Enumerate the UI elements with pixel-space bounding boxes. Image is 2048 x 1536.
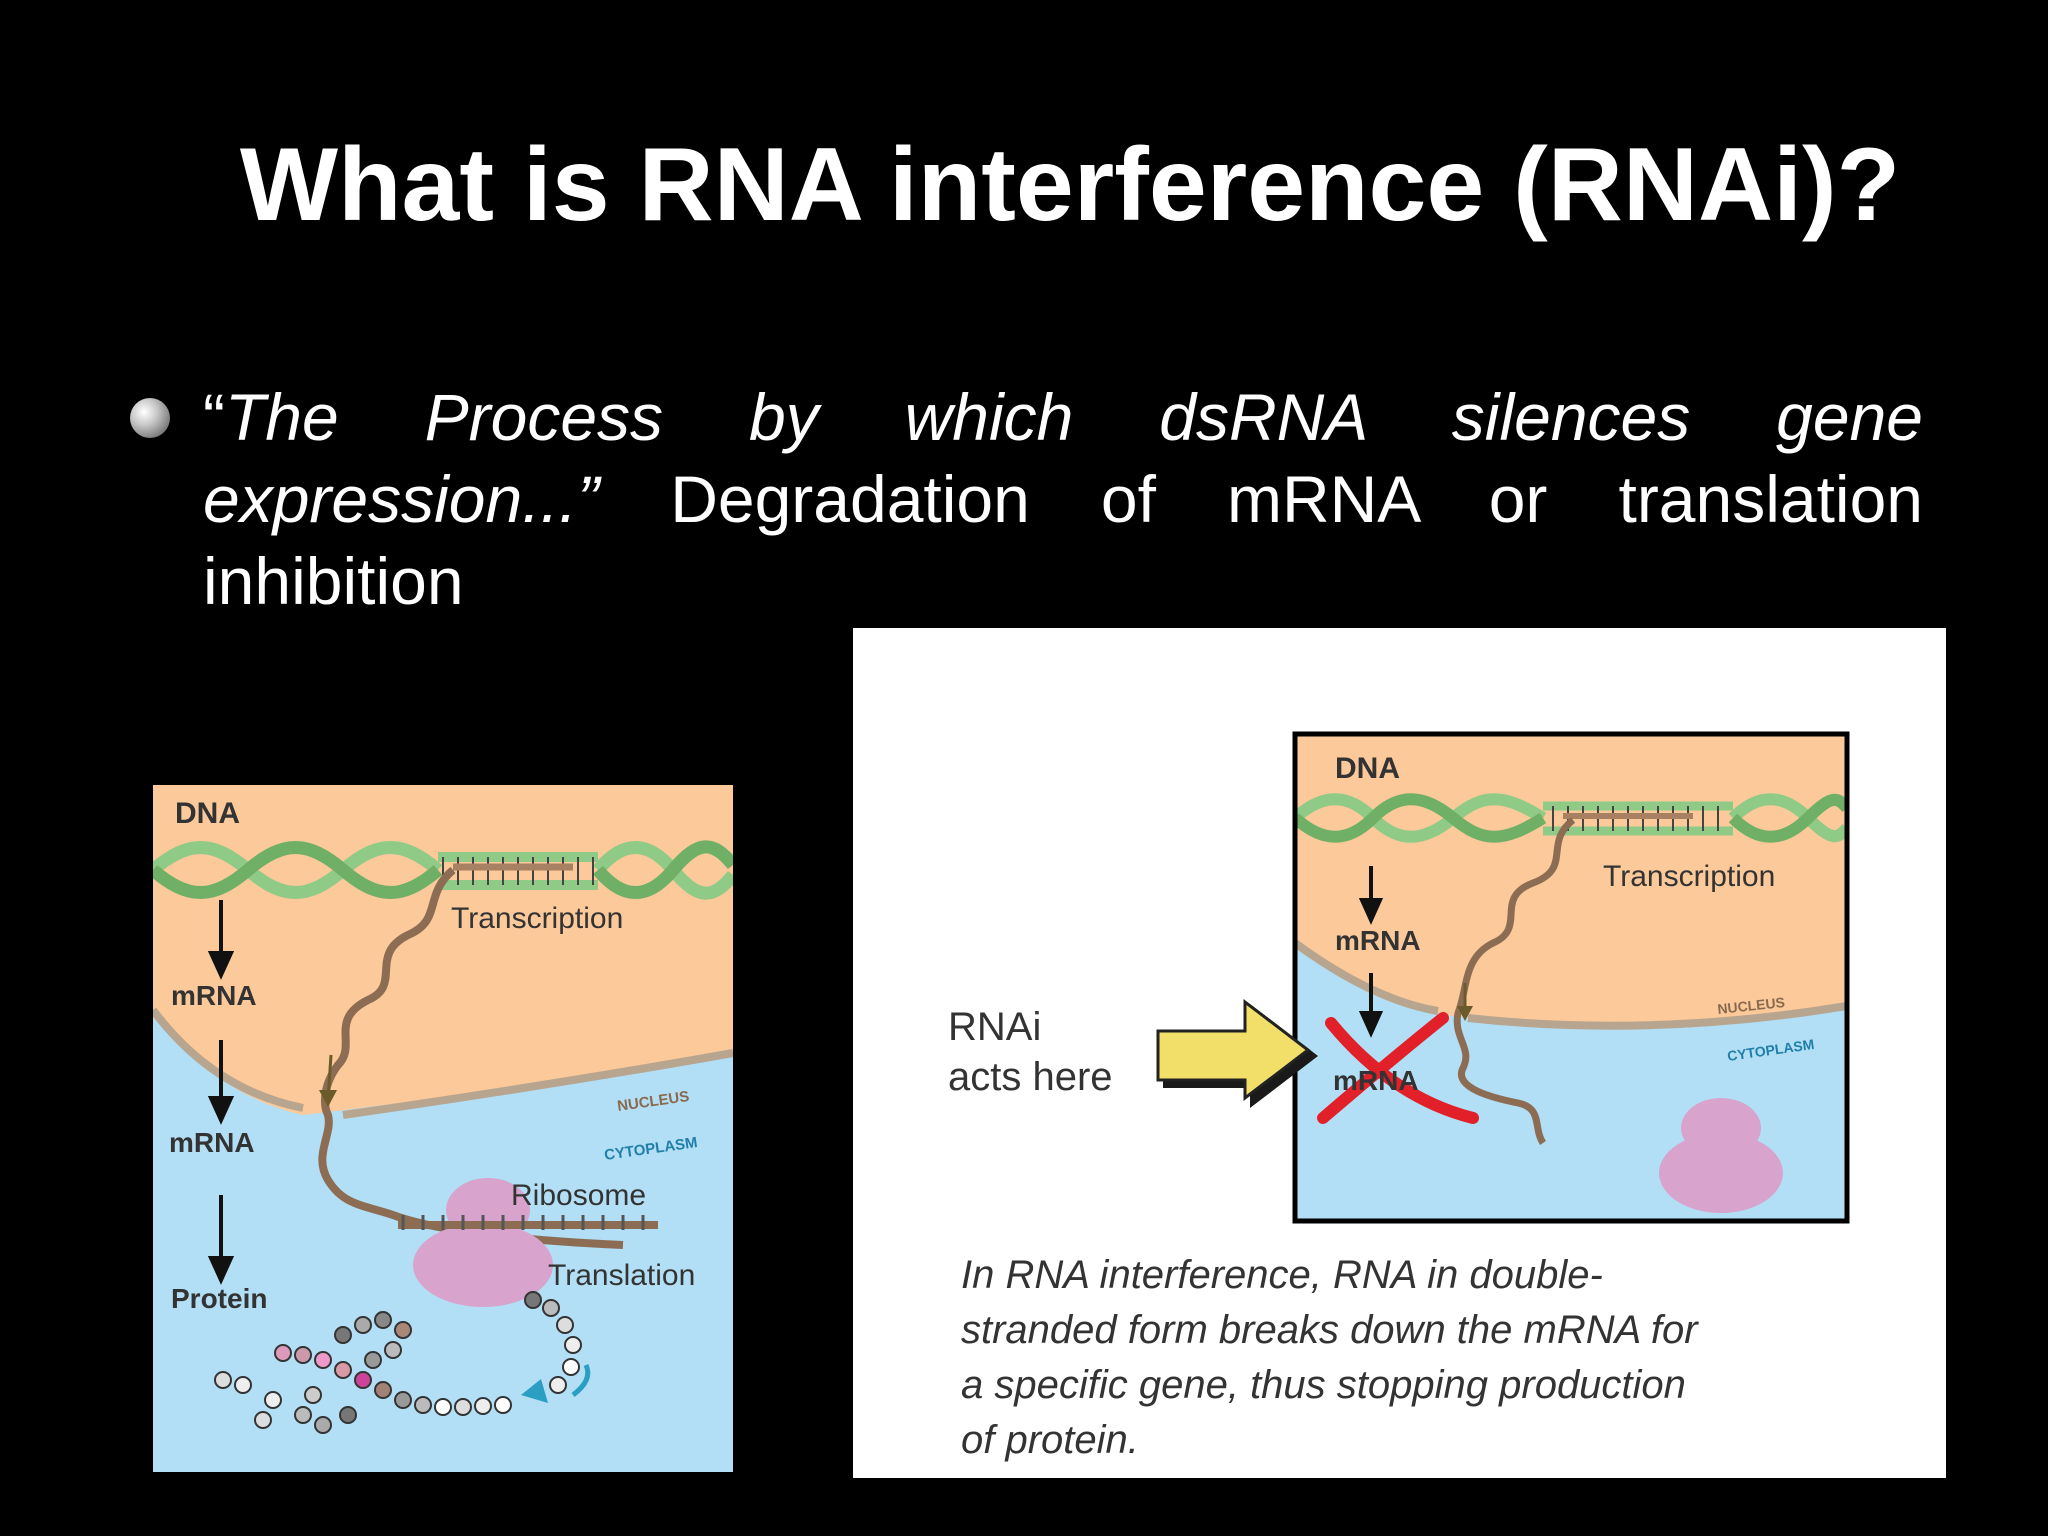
rnai-arrow-icon [1156, 998, 1311, 1102]
caption-line: a specific gene, thus stopping productio… [961, 1363, 1686, 1407]
close-quote: ” [577, 462, 600, 536]
ribosome-icon [1659, 1098, 1783, 1213]
ribosome-label: Ribosome [511, 1179, 646, 1212]
transcription-label: Transcription [1603, 860, 1775, 893]
caption-line: In RNA interference, RNA in double- [961, 1253, 1603, 1297]
mrna-label: mRNA [1335, 925, 1421, 956]
nuclear-membrane [1467, 1002, 1847, 1030]
translation-label: Translation [548, 1259, 695, 1292]
bullet-text: “The Process by which dsRNA silences gen… [203, 376, 1923, 622]
translation-arrowhead-icon [521, 1379, 548, 1403]
flow-arrows [207, 900, 235, 1285]
dna-helix [153, 840, 733, 900]
gene-expression-diagram: DNA Transcription mRNA NUCLEUS CYTOPLASM… [153, 785, 733, 1472]
gene-expression-svg: DNA Transcription mRNA NUCLEUS CYTOPLASM… [153, 785, 733, 1472]
caption: In RNA interference, RNA in double- stra… [961, 1253, 1699, 1462]
nuclear-membrane [342, 1049, 733, 1119]
transcription-label: Transcription [451, 902, 623, 935]
dna-label: DNA [1335, 752, 1400, 785]
rnai-label: RNAi [948, 1005, 1041, 1049]
open-quote: “ [203, 380, 225, 454]
dna-label: DNA [175, 797, 240, 830]
rnai-diagram-svg: DNA Transcription mRNA mRNA NUCLEUS CYTO… [853, 628, 1946, 1478]
nucleus-region [153, 785, 733, 1115]
inset-frame [1292, 731, 1850, 1224]
caption-line: stranded form breaks down the mRNA for [961, 1308, 1699, 1352]
mrna-arrowhead-icon [1457, 1006, 1473, 1021]
mrna-cytoplasm-label: mRNA [169, 1127, 255, 1158]
protein-label: Protein [171, 1283, 267, 1314]
flow-arrows [1358, 866, 1384, 1038]
rnai-diagram-panel: DNA Transcription mRNA mRNA NUCLEUS CYTO… [853, 628, 1946, 1478]
ribosome-icon [398, 1178, 658, 1307]
caption-line: of protein. [961, 1418, 1139, 1462]
mrna-strand [1453, 817, 1576, 1145]
nucleus-label: NUCLEUS [1717, 994, 1786, 1017]
slide-title: What is RNA interference (RNAi)? [239, 127, 1901, 243]
mrna-crossed-label: mRNA [1333, 1065, 1419, 1096]
translation-arrow-icon [571, 1363, 591, 1397]
cross-icon [1317, 1012, 1479, 1124]
mrna-arrowhead-icon [319, 1090, 337, 1107]
bullet-icon [130, 398, 170, 438]
bullet-explanation: Degradation of mRNA or translation inhib… [203, 462, 1923, 618]
dna-helix [1295, 793, 1847, 843]
mrna-nucleus-label: mRNA [171, 980, 257, 1011]
quoted-definition: The Process by which dsRNA silences gene… [203, 380, 1923, 536]
protein-chain [214, 1291, 582, 1434]
acts-here-label: acts here [948, 1055, 1113, 1099]
